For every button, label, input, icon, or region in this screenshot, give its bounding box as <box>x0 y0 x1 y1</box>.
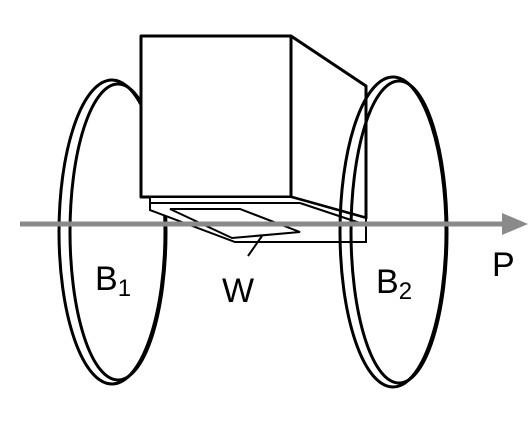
box <box>139 34 368 220</box>
label-b2: B2 <box>376 263 412 305</box>
platform-edge-2 <box>299 202 367 226</box>
label-b1: B1 <box>95 260 131 302</box>
label-b1-main: B <box>95 260 118 298</box>
label-b1-sub: 1 <box>118 275 131 302</box>
label-b2-sub: 2 <box>399 278 412 305</box>
box-front-face <box>139 34 293 199</box>
right-arrow-icon <box>502 213 528 235</box>
label-w: W <box>222 272 254 310</box>
ring-b1-inner <box>68 82 168 382</box>
ring-b2-inner <box>349 79 449 385</box>
beam-p <box>20 213 528 235</box>
label-p: P <box>492 246 515 284</box>
w-leader-line <box>247 235 263 257</box>
label-b2-main: B <box>376 263 399 301</box>
ring-b2 <box>338 75 449 389</box>
ring-b1 <box>57 78 168 386</box>
